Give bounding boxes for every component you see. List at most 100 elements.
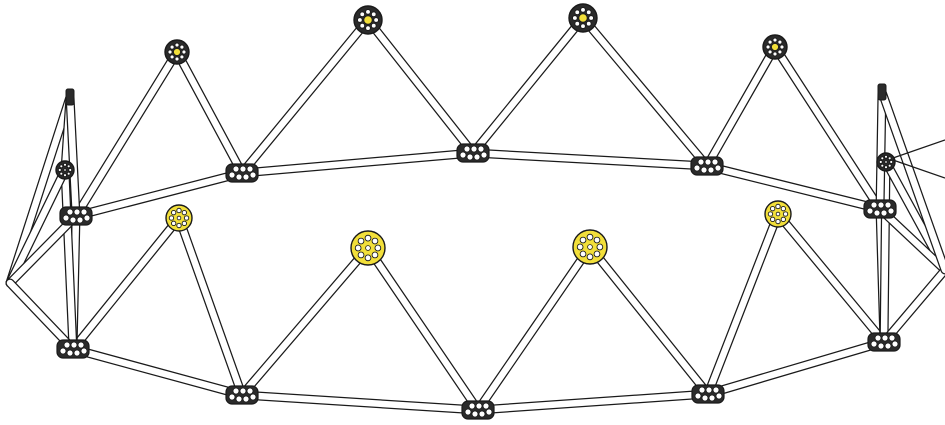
ring-hub-hole bbox=[242, 173, 250, 181]
hub-hole bbox=[179, 44, 185, 50]
ring-hub-hole bbox=[59, 347, 67, 355]
hub-hole bbox=[878, 160, 883, 164]
ring-hub-hole bbox=[870, 201, 878, 209]
ring-hub-hole bbox=[239, 387, 247, 395]
ring-hub-hole bbox=[697, 158, 705, 166]
strut-l3-b4 bbox=[703, 209, 783, 399]
strut-body bbox=[364, 244, 482, 414]
hub-hole bbox=[780, 216, 786, 222]
strut-body bbox=[173, 48, 246, 177]
hub-center bbox=[176, 215, 182, 221]
hub-center bbox=[587, 244, 593, 250]
ring-hub-hole bbox=[881, 334, 889, 342]
strut-body bbox=[469, 149, 711, 170]
ring-hub-hole bbox=[62, 214, 70, 222]
ring-hub-hole bbox=[246, 387, 254, 395]
ring-hub-hole bbox=[707, 166, 715, 174]
strut-rt-ur bbox=[875, 87, 887, 214]
ring-hub-hole bbox=[712, 386, 720, 394]
strut-body bbox=[704, 338, 888, 398]
ring-hub-ul bbox=[59, 206, 93, 226]
strut-u3-ur bbox=[702, 161, 885, 214]
strut-body bbox=[880, 266, 945, 346]
ring-hub-hole bbox=[63, 341, 71, 349]
leader-lines bbox=[892, 139, 945, 179]
hub-hole bbox=[59, 164, 64, 169]
ring-hub-hole bbox=[83, 214, 91, 222]
hub-hole bbox=[593, 236, 601, 244]
ring-hub-hole bbox=[877, 342, 885, 350]
strut-body bbox=[469, 14, 587, 157]
hub-hole bbox=[884, 165, 888, 170]
hub-hole bbox=[371, 237, 379, 245]
hub-hole bbox=[168, 215, 175, 221]
ring-hub-hole bbox=[235, 173, 243, 181]
hub-hole bbox=[176, 207, 182, 214]
ring-hub-hole bbox=[249, 393, 257, 401]
strut-body bbox=[6, 166, 69, 287]
hub-hole bbox=[574, 9, 581, 16]
strut-body bbox=[238, 16, 372, 177]
ring-hub-hole bbox=[73, 349, 81, 357]
strut-ll-l1 bbox=[68, 344, 247, 400]
hub-hole bbox=[169, 54, 175, 60]
strut-body bbox=[579, 14, 711, 170]
ring-hub-hole bbox=[249, 171, 257, 179]
hub-hole bbox=[181, 220, 187, 226]
strut-body bbox=[72, 169, 246, 220]
ring-hub-l1 bbox=[225, 385, 259, 405]
hub-hole bbox=[364, 234, 372, 242]
strut-a2-u2 bbox=[363, 15, 478, 158]
apex-hub-accent bbox=[771, 43, 779, 51]
strut-u3-a4 bbox=[702, 42, 780, 171]
ring-hub-hole bbox=[66, 208, 74, 216]
ring-hub-ll bbox=[56, 339, 90, 359]
strut-lt-fl bbox=[5, 92, 75, 288]
hub-hole bbox=[782, 211, 789, 217]
ring-hub-hole bbox=[464, 408, 472, 416]
hub-hole bbox=[580, 7, 586, 13]
ring-hub-hole bbox=[228, 393, 236, 401]
hub-hole bbox=[354, 244, 362, 252]
hub-hole bbox=[887, 156, 892, 161]
ring-hub-hole bbox=[463, 145, 471, 153]
strut-body bbox=[364, 16, 477, 157]
ring-hub-hole bbox=[714, 164, 722, 172]
strut-u2-a3 bbox=[468, 13, 588, 158]
hub-hole bbox=[780, 206, 786, 212]
hub-hole bbox=[171, 220, 177, 226]
hub-hole bbox=[359, 22, 366, 29]
hub-hole bbox=[770, 216, 776, 222]
strut-body bbox=[238, 149, 477, 177]
post-cap-left bbox=[65, 88, 75, 106]
ring-hub-hole bbox=[470, 145, 478, 153]
hub-hole bbox=[588, 15, 594, 21]
hub-center bbox=[775, 211, 781, 217]
ring-hub-hole bbox=[473, 153, 481, 161]
strut-ul-fl bbox=[5, 211, 81, 288]
strut-body bbox=[72, 48, 181, 220]
ring-hub-hole bbox=[705, 386, 713, 394]
ring-hub-hole bbox=[485, 408, 493, 416]
ring-hub-hole bbox=[73, 208, 81, 216]
apex-hub-lower-1 bbox=[165, 204, 193, 232]
strut-body bbox=[703, 43, 779, 170]
hub-hole bbox=[174, 42, 180, 48]
strut-a4-ur bbox=[770, 42, 885, 214]
hub-hole bbox=[772, 37, 778, 43]
ring-hub-hole bbox=[478, 410, 486, 418]
hub-hole bbox=[370, 11, 377, 18]
ring-hub-hole bbox=[482, 402, 490, 410]
hub-hole bbox=[580, 23, 586, 29]
hub-hole bbox=[579, 250, 587, 258]
hub-hole bbox=[365, 9, 371, 15]
hub-hole bbox=[889, 160, 894, 164]
ring-hub-u1 bbox=[225, 163, 259, 183]
hub-hole bbox=[183, 215, 190, 221]
hub-hole bbox=[586, 233, 594, 241]
hub-hole bbox=[767, 211, 774, 217]
hub-hole bbox=[880, 163, 885, 168]
hub-hole bbox=[371, 251, 379, 259]
ring-hub-hole bbox=[475, 402, 483, 410]
strut-body bbox=[474, 390, 712, 414]
